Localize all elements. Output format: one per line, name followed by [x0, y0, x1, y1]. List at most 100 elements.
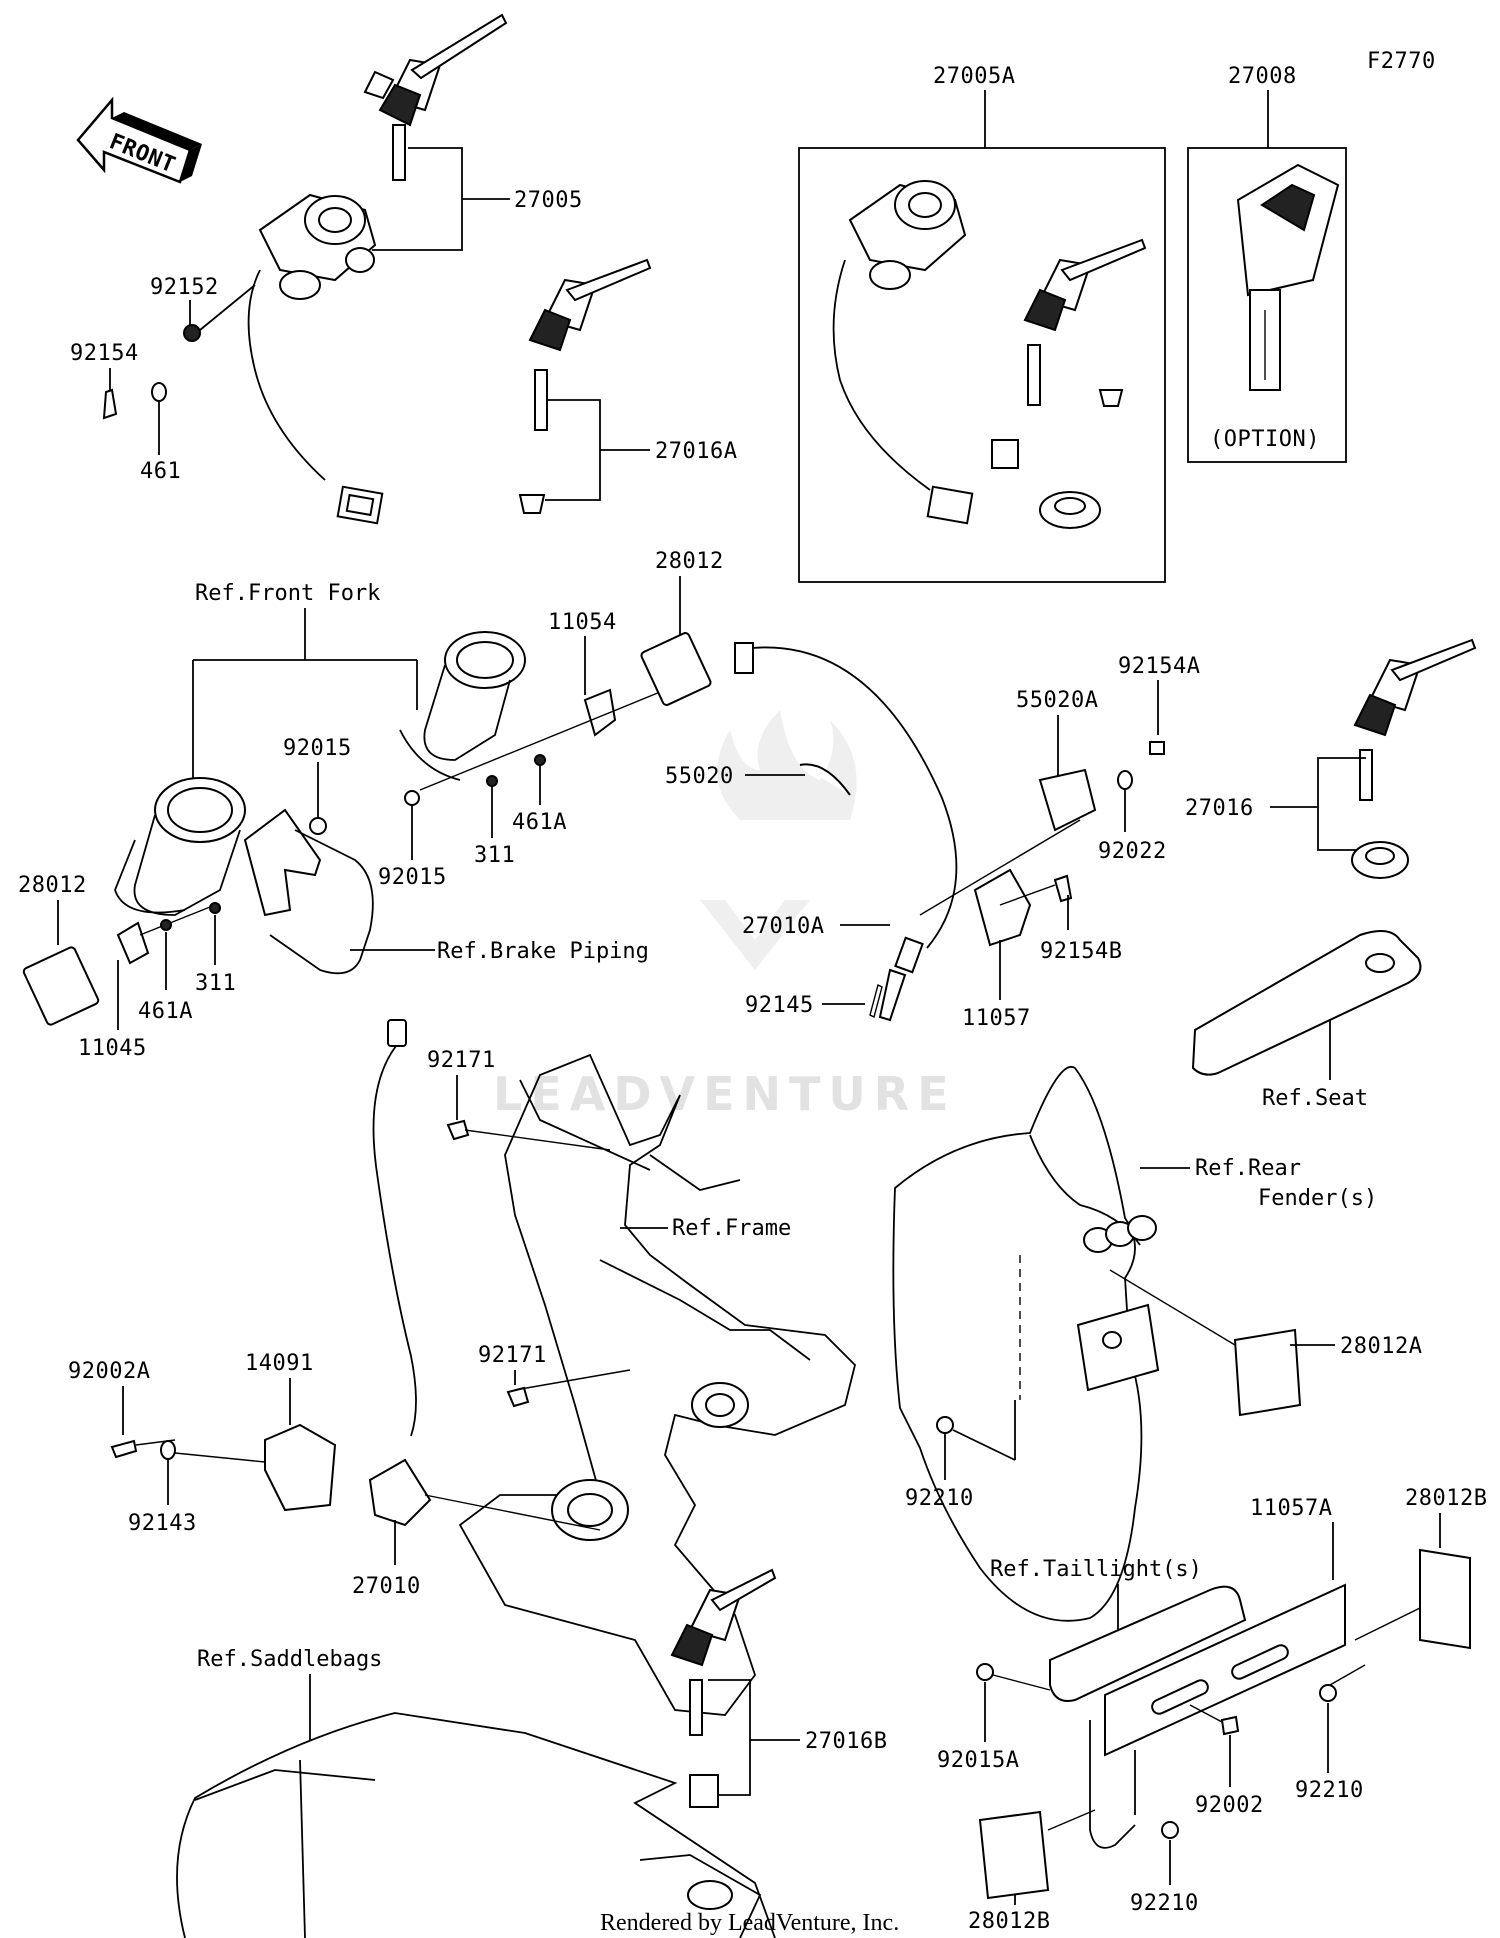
- bolt-92154: [102, 388, 118, 420]
- latch-27010: [368, 1458, 432, 1527]
- bracket-27016: [1317, 757, 1368, 851]
- bracket-27005: [372, 147, 463, 251]
- callout-92143: 92143: [128, 1511, 197, 1536]
- callout-311-a: 311: [474, 843, 515, 868]
- callout-28012-top: 28012: [655, 549, 724, 574]
- callout-92022: 92022: [1098, 839, 1167, 864]
- seat-lock-cable-27010A: [734, 642, 958, 1022]
- fork-tube-upper: [399, 631, 526, 781]
- bracket-11045: [116, 921, 150, 965]
- reflector-28012B-a: [1419, 1548, 1471, 1650]
- callout-461A-b: 461A: [138, 999, 193, 1024]
- callout-27005A: 27005A: [933, 64, 1015, 89]
- ref-frame: Ref.Frame: [672, 1216, 791, 1241]
- nut-92210-b: [1319, 1684, 1337, 1702]
- washer-461A-b: [160, 919, 172, 931]
- callout-92154: 92154: [70, 341, 139, 366]
- callout-92171-b: 92171: [478, 1343, 547, 1368]
- callout-92210-a: 92210: [905, 1486, 974, 1511]
- bracket-11057: [973, 868, 1032, 947]
- ignition-switch-27005: [247, 193, 384, 525]
- callout-92154B: 92154B: [1040, 939, 1122, 964]
- callout-92002: 92002: [1195, 1793, 1264, 1818]
- callout-11057: 11057: [962, 1006, 1031, 1031]
- washer-311-b: [209, 902, 221, 914]
- ref-saddlebags: Ref.Saddlebags: [197, 1647, 382, 1672]
- bracket-under-fork: [243, 808, 374, 975]
- clip-92171-a: [446, 1119, 470, 1141]
- nut-92015-b: [404, 790, 420, 806]
- callout-461A-a: 461A: [512, 810, 567, 835]
- callout-27005: 27005: [514, 188, 583, 213]
- callout-92210-c: 92210: [1130, 1891, 1199, 1916]
- front-arrow-icon: FRONT: [76, 96, 202, 184]
- reflector-28012B-b: [978, 1810, 1050, 1900]
- callout-55020: 55020: [665, 764, 734, 789]
- callout-92015A: 92015A: [937, 1748, 1019, 1773]
- license-bracket-11057A: [1049, 1583, 1346, 1849]
- nut-92015-a: [309, 817, 327, 835]
- callout-92002A: 92002A: [68, 1359, 150, 1384]
- callout-92171-a: 92171: [427, 1048, 496, 1073]
- callout-28012-left: 28012: [18, 873, 87, 898]
- saddlebag-outline: [176, 1712, 776, 1938]
- cover-14091: [264, 1423, 337, 1512]
- callout-27016: 27016: [1185, 796, 1254, 821]
- callout-28012B-a: 28012B: [1405, 1486, 1487, 1511]
- seat-cable-27010: [372, 1019, 417, 1437]
- callout-27008: 27008: [1228, 64, 1297, 89]
- reflector-28012A: [1233, 1328, 1302, 1417]
- callout-311-b: 311: [195, 971, 236, 996]
- ref-rear-fender-line1: Ref.Rear: [1195, 1156, 1301, 1181]
- ref-taillight: Ref.Taillight(s): [990, 1557, 1202, 1582]
- callout-461: 461: [140, 459, 181, 484]
- callout-55020A: 55020A: [1016, 688, 1098, 713]
- render-credit: Rendered by LeadVenture, Inc.: [600, 1910, 899, 1936]
- bolt-92002A: [110, 1439, 138, 1459]
- key-pair-27016B-icon: [670, 1568, 777, 1736]
- reflector-28012-left: [22, 946, 100, 1026]
- callout-28012B-b: 28012B: [968, 1909, 1050, 1934]
- bolt-92002: [1220, 1715, 1240, 1736]
- callout-11054: 11054: [548, 610, 617, 635]
- callout-27008-note: (OPTION): [1210, 427, 1320, 452]
- nut-92152: [183, 324, 201, 342]
- callout-92015-b: 92015: [378, 865, 447, 890]
- callout-14091: 14091: [245, 1351, 314, 1376]
- bracket-27016A: [545, 399, 601, 501]
- washer-461A-a: [534, 754, 546, 766]
- nut-92210-a: [936, 1416, 954, 1434]
- callout-27016B: 27016B: [805, 1729, 887, 1754]
- option-box-27008: [1187, 147, 1347, 463]
- washer-311-a: [486, 775, 498, 787]
- callout-11057A: 11057A: [1250, 1496, 1332, 1521]
- fork-tube-lower: [114, 777, 246, 916]
- washer-92022: [1117, 770, 1133, 790]
- callout-92152: 92152: [150, 275, 219, 300]
- callout-92015-a: 92015: [283, 736, 352, 761]
- washer-461: [151, 382, 167, 402]
- ref-front-fork: Ref.Front Fork: [195, 581, 380, 606]
- lock-cylinder-27016B: [689, 1774, 719, 1808]
- frame-outline: [458, 1053, 856, 1716]
- rear-fender-outline: [892, 1065, 1160, 1622]
- washer-92143: [160, 1440, 176, 1460]
- kit-box-27005A: [798, 147, 1166, 583]
- nut-92015A: [976, 1663, 994, 1681]
- ref-brake-piping: Ref.Brake Piping: [437, 939, 649, 964]
- callout-27010: 27010: [352, 1574, 421, 1599]
- callout-92145: 92145: [745, 993, 814, 1018]
- key-pair-27016-icon: [1353, 638, 1477, 801]
- spring-92145-icon: [869, 983, 883, 1019]
- watermark: LEADVENTURE: [493, 710, 949, 1121]
- clip-92171-b: [506, 1386, 530, 1408]
- key-pair-27005-icon: [363, 13, 508, 181]
- ignition-kit-27005A: [832, 180, 1147, 529]
- callout-27016A: 27016A: [655, 439, 737, 464]
- bolt-92154A: [1149, 741, 1165, 755]
- bracket-27016B: [708, 1679, 751, 1796]
- key-27008-icon: [1236, 163, 1340, 391]
- reflector-28012-top: [640, 632, 712, 706]
